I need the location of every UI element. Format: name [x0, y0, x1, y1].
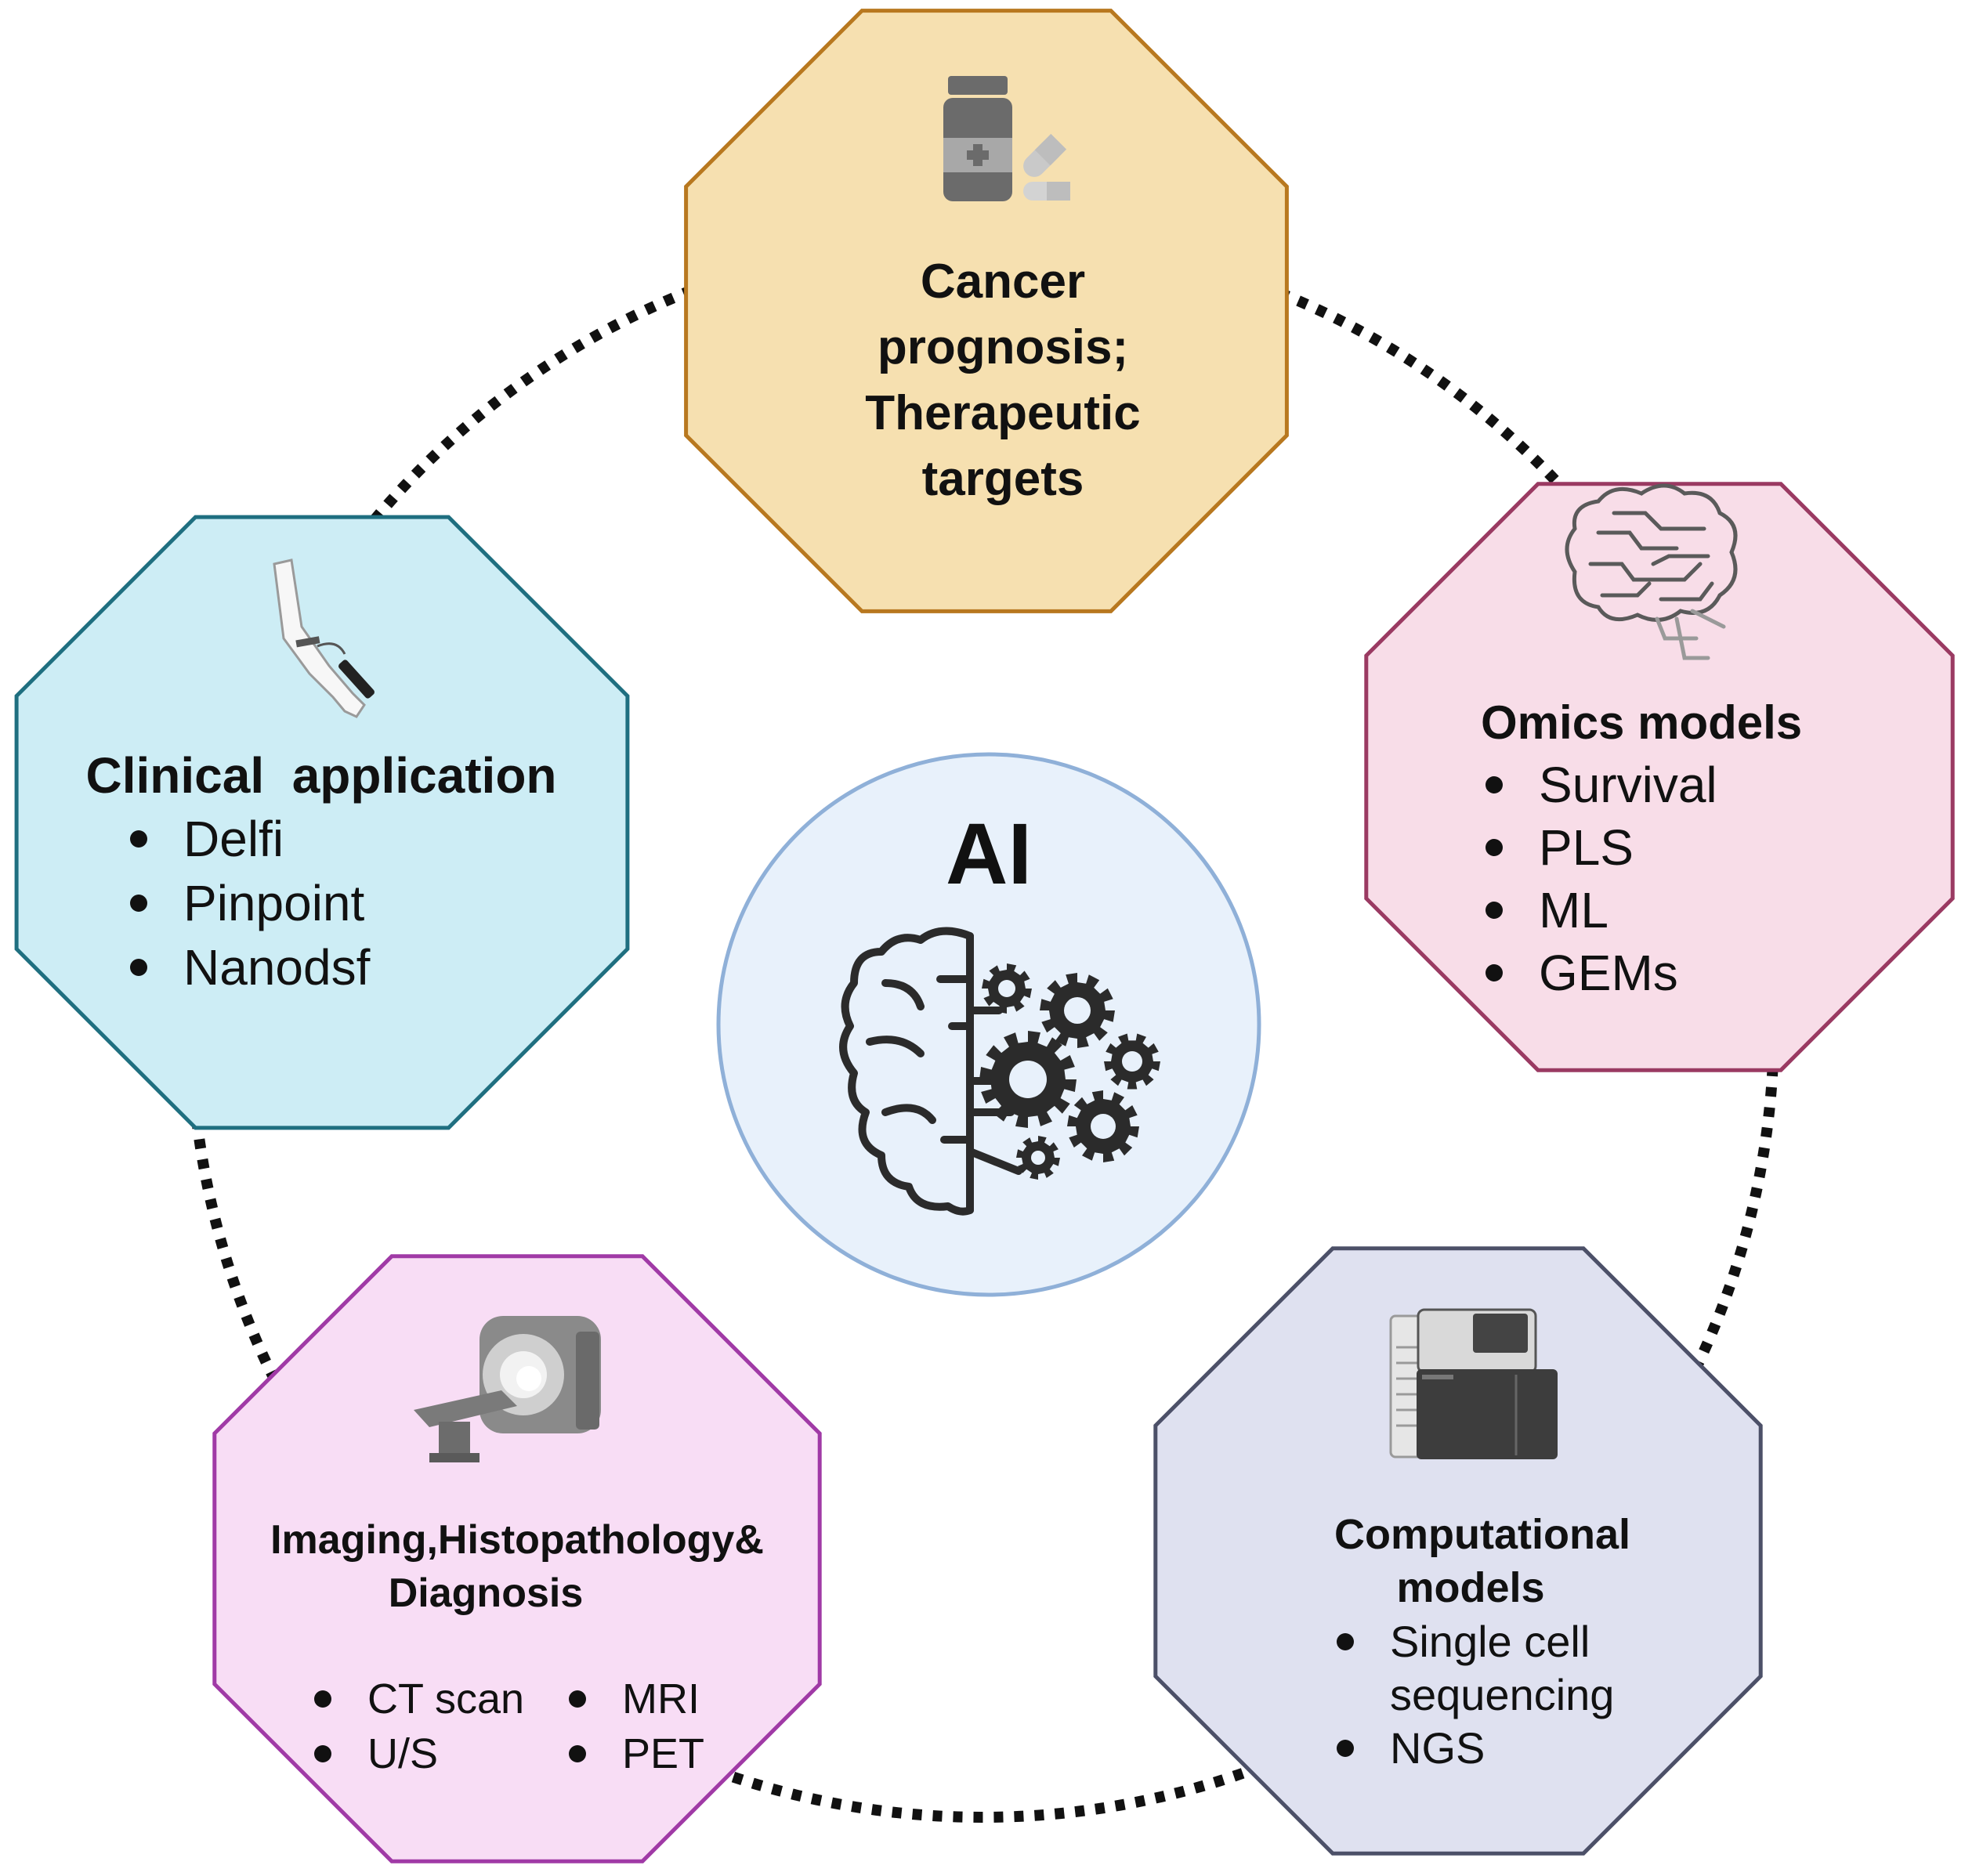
- octagon-cancer-prognosis: [684, 9, 1289, 613]
- imaging-item: MRI: [556, 1672, 704, 1726]
- sequencer-machine-icon: [1389, 1308, 1558, 1459]
- top-title-line-3: Therapeutic: [865, 386, 1141, 440]
- top-node-title: Cancer prognosis; Therapeutic targets: [768, 249, 1238, 512]
- circuit-brain-icon: [1565, 483, 1738, 660]
- gear-hole: [998, 980, 1015, 997]
- octagon-imaging-diagnosis: [212, 1254, 822, 1863]
- omics-item: GEMs: [1473, 942, 1717, 1004]
- omics-title: Omics models: [1481, 696, 1803, 749]
- imaging-item: U/S: [302, 1726, 524, 1781]
- computational-title: Computational models: [1247, 1508, 1717, 1614]
- octagon-omics-models: [1364, 482, 1955, 1072]
- computational-item-line-1: Single cell: [1390, 1617, 1590, 1666]
- center-title: AI: [946, 806, 1032, 902]
- gear-hole: [1064, 997, 1091, 1024]
- clinical-title: Clinical application: [85, 747, 557, 804]
- computational-title-line-1: Computational: [1334, 1511, 1630, 1558]
- omics-item: PLS: [1473, 816, 1717, 879]
- center-circle: [716, 752, 1261, 1297]
- imaging-title-line-2: Diagnosis: [388, 1571, 584, 1616]
- gear-hole: [1009, 1061, 1047, 1098]
- imaging-item: PET: [556, 1726, 704, 1781]
- octagon-computational-models: [1153, 1246, 1763, 1856]
- computational-item-line-2: sequencing: [1390, 1670, 1615, 1719]
- top-title-line-1: Cancer: [920, 255, 1086, 309]
- gears-icon: [979, 963, 1160, 1180]
- imaging-list-left: CT scan U/S: [302, 1672, 524, 1781]
- top-title-line-2: prognosis;: [877, 320, 1129, 374]
- medicine-bottle-pills-icon: [943, 76, 1070, 201]
- imaging-title: Imaging,Histopathology& Diagnosis: [235, 1513, 799, 1620]
- computational-list: Single cell sequencing NGS: [1324, 1615, 1614, 1775]
- blood-draw-arm-icon: [273, 558, 375, 718]
- clinical-item: Delfi: [118, 807, 370, 871]
- imaging-item: CT scan: [302, 1672, 524, 1726]
- gear-hole: [1122, 1051, 1142, 1072]
- computational-item: Single cell sequencing: [1324, 1615, 1614, 1722]
- omics-list: Survival PLS ML GEMs: [1473, 754, 1717, 1004]
- omics-item: Survival: [1473, 754, 1717, 816]
- clinical-item: Pinpoint: [118, 871, 370, 935]
- computational-item: NGS: [1324, 1722, 1614, 1775]
- omics-item: ML: [1473, 879, 1717, 942]
- imaging-list-right: MRI PET: [556, 1672, 704, 1781]
- octagon-clinical-application: [14, 515, 630, 1130]
- computational-title-line-2: models: [1396, 1564, 1545, 1611]
- gear-hole: [1091, 1114, 1116, 1139]
- top-title-line-4: targets: [921, 452, 1084, 506]
- clinical-list: Delfi Pinpoint Nanodsf: [118, 807, 370, 999]
- mri-scanner-icon: [414, 1316, 601, 1462]
- computational-item-line-1: NGS: [1390, 1723, 1486, 1773]
- clinical-item: Nanodsf: [118, 935, 370, 999]
- imaging-title-line-1: Imaging,Histopathology&: [270, 1517, 764, 1563]
- gear-hole: [1031, 1151, 1045, 1165]
